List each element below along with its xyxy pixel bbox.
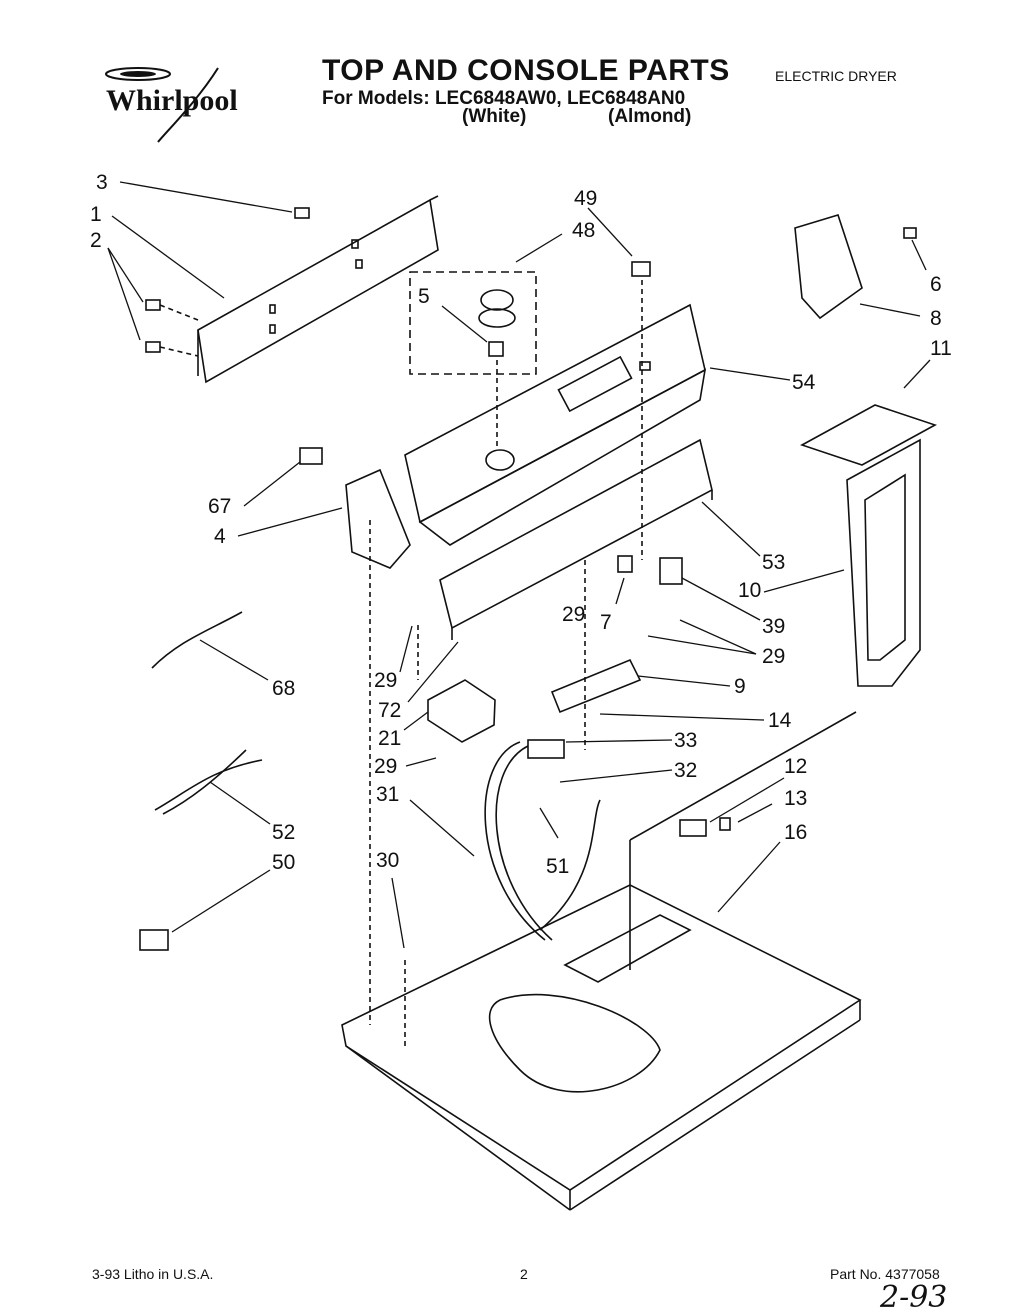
callout-13: 13 bbox=[784, 787, 808, 810]
callout-30: 30 bbox=[376, 849, 400, 872]
callout-39: 39 bbox=[762, 615, 786, 638]
callout-2: 2 bbox=[90, 229, 102, 252]
logo-swirl-icon bbox=[105, 67, 219, 143]
rear-bracket-part bbox=[197, 195, 439, 384]
part-39 bbox=[659, 557, 683, 585]
callout-29-d: 29 bbox=[374, 755, 398, 778]
end-cap-right-part bbox=[794, 214, 863, 320]
console-base-bracket bbox=[439, 438, 713, 640]
leader-lines bbox=[107, 181, 931, 949]
screws-2-3 bbox=[145, 207, 310, 357]
callout-10: 10 bbox=[738, 579, 762, 602]
callout-32: 32 bbox=[674, 759, 698, 782]
lint-screen-part bbox=[800, 404, 937, 466]
main-wiring-harness bbox=[484, 739, 601, 941]
lint-chute-part bbox=[846, 438, 921, 687]
footer-part-number: Part No. 4377058 bbox=[830, 1266, 940, 1282]
callout-29-b: 29 bbox=[762, 645, 786, 668]
callout-6: 6 bbox=[930, 273, 942, 296]
clip-67 bbox=[299, 447, 323, 465]
callout-16: 16 bbox=[784, 821, 808, 844]
console-panel-part bbox=[404, 303, 707, 546]
variant-almond: (Almond) bbox=[608, 106, 692, 127]
knob-assembly bbox=[409, 271, 537, 450]
callout-54: 54 bbox=[792, 371, 816, 394]
callout-4: 4 bbox=[214, 525, 226, 548]
callout-12: 12 bbox=[784, 755, 808, 778]
model-list: For Models: LEC6848AW0, LEC6848AN0 bbox=[322, 88, 686, 109]
end-cap-part bbox=[345, 468, 411, 569]
callout-33: 33 bbox=[674, 729, 698, 752]
handwritten-note: 2-93 bbox=[880, 1280, 948, 1315]
callout-29-a: 29 bbox=[562, 603, 586, 626]
callout-49: 49 bbox=[574, 187, 598, 210]
callout-3: 3 bbox=[96, 171, 108, 194]
callout-7: 7 bbox=[600, 611, 612, 634]
page-title: TOP AND CONSOLE PARTS bbox=[322, 54, 730, 87]
doc-type: ELECTRIC DRYER bbox=[775, 68, 897, 84]
callout-72: 72 bbox=[378, 699, 402, 722]
wire-harness-68 bbox=[151, 611, 243, 669]
top-panel-part bbox=[341, 711, 862, 1211]
logo-wordmark: Whirlpool bbox=[106, 84, 238, 117]
wire-harness-52 bbox=[154, 759, 263, 811]
callout-68: 68 bbox=[272, 677, 296, 700]
callout-48: 48 bbox=[572, 219, 596, 242]
footer-page: 2 bbox=[520, 1266, 528, 1282]
callout-50: 50 bbox=[272, 851, 296, 874]
callout-31: 31 bbox=[376, 783, 400, 806]
callout-21: 21 bbox=[378, 727, 402, 750]
connector-50 bbox=[139, 929, 169, 951]
callout-14: 14 bbox=[768, 709, 792, 732]
part-7 bbox=[617, 555, 633, 573]
callout-67: 67 bbox=[208, 495, 232, 518]
callout-8: 8 bbox=[930, 307, 942, 330]
part-12 bbox=[679, 819, 707, 837]
callout-52: 52 bbox=[272, 821, 296, 844]
callout-9: 9 bbox=[734, 675, 746, 698]
variant-white: (White) bbox=[462, 106, 527, 127]
callout-1: 1 bbox=[90, 203, 102, 226]
callout-5: 5 bbox=[418, 285, 430, 308]
callout-11: 11 bbox=[930, 337, 952, 360]
timer-part bbox=[427, 679, 496, 743]
button-49 bbox=[631, 261, 651, 277]
callout-29-c: 29 bbox=[374, 669, 398, 692]
callout-51: 51 bbox=[546, 855, 570, 878]
footer-date: 3-93 Litho in U.S.A. bbox=[92, 1266, 214, 1282]
switch-part bbox=[550, 658, 642, 714]
screw-13 bbox=[719, 817, 731, 831]
callout-53: 53 bbox=[762, 551, 786, 574]
